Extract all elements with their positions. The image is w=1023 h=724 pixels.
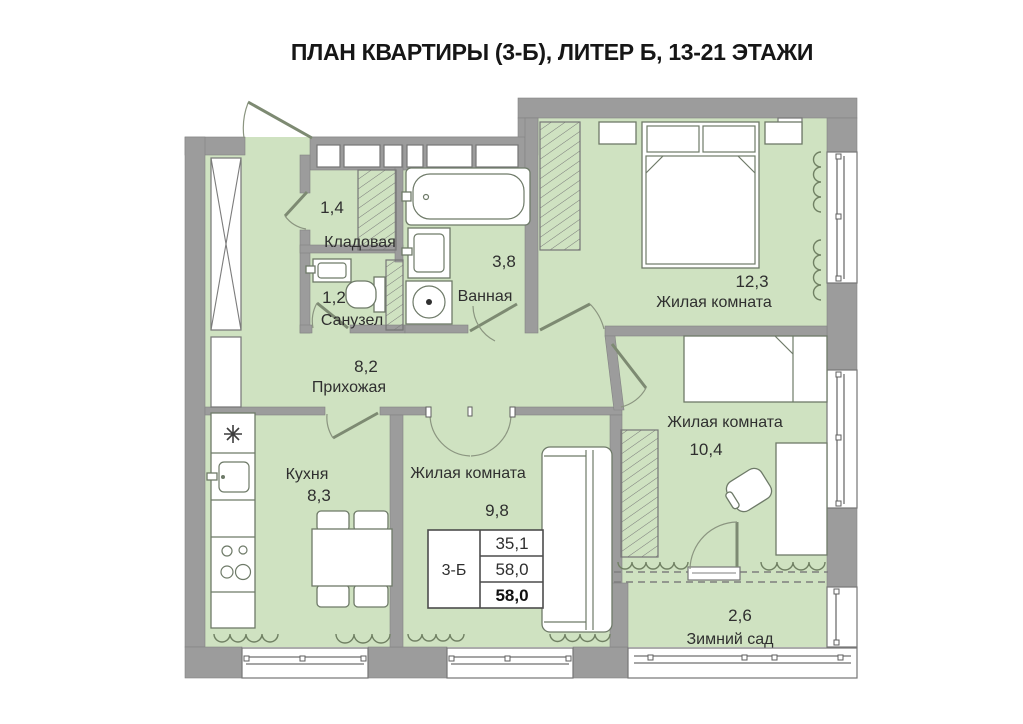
kitchen-door <box>326 411 379 440</box>
svg-text:Жилая комната: Жилая комната <box>667 414 783 431</box>
room-label-wintergarden: 2,6 Зимний сад <box>687 606 775 648</box>
wc-door <box>311 301 349 330</box>
svg-text:8,3: 8,3 <box>307 486 331 505</box>
bedroom1-door <box>539 302 605 332</box>
wintergarden-boundary <box>614 566 828 583</box>
svg-text:Санузел: Санузел <box>321 312 383 329</box>
room-label-bedroom3: Жилая комната 9,8 <box>410 465 526 520</box>
room-labels: 1,4 Кладовая 1,2 Санузел 3,8 Ванная 12,3… <box>286 198 783 648</box>
svg-text:8,2: 8,2 <box>354 357 378 376</box>
wc-shaft <box>385 259 404 331</box>
hallway-closet-shaft <box>210 157 242 408</box>
room-label-bedroom2: Жилая комната 10,4 <box>667 414 783 459</box>
svg-text:1,4: 1,4 <box>320 198 344 217</box>
bedroom3-double-door <box>425 406 516 457</box>
double-bed-icon <box>641 121 760 269</box>
bathroom-door <box>469 302 518 342</box>
bedroom2-window <box>826 369 858 509</box>
windows <box>241 151 858 679</box>
storage-door <box>283 190 309 230</box>
bathroom-fixtures <box>401 167 531 325</box>
nightstand-icon <box>598 121 637 145</box>
wintergarden-window <box>826 586 858 648</box>
wardrobe-icon <box>620 429 659 558</box>
svg-text:Ванная: Ванная <box>458 288 513 305</box>
bedroom2-furniture <box>620 335 828 558</box>
wardrobe-icon <box>539 121 581 251</box>
kitchen-sink-icon <box>206 461 250 493</box>
svg-text:Жилая комната: Жилая комната <box>410 465 526 482</box>
bedroom3-window <box>446 647 574 679</box>
vent-icon <box>224 425 242 443</box>
entry-door <box>242 100 313 140</box>
storage-shelving <box>357 169 397 251</box>
bathtub-icon <box>401 167 531 226</box>
svg-text:Жилая комната: Жилая комната <box>656 294 772 311</box>
svg-text:3,8: 3,8 <box>492 252 516 271</box>
wc-sink-icon <box>305 258 352 283</box>
bedroom3-furniture <box>541 446 613 633</box>
bedroom2-door <box>610 343 648 408</box>
dining-table-icon <box>311 510 393 608</box>
washing-machine-icon <box>405 280 453 325</box>
svg-text:10,4: 10,4 <box>689 440 722 459</box>
living-area-value: 35,1 <box>495 534 528 553</box>
room-label-bathroom: 3,8 Ванная <box>458 252 516 305</box>
bedroom1-window <box>826 151 858 284</box>
nightstand-icon <box>764 121 803 145</box>
kitchen-furniture <box>206 412 393 629</box>
area-value: 58,0 <box>495 560 528 579</box>
svg-text:12,3: 12,3 <box>735 272 768 291</box>
single-bed-icon <box>683 335 828 403</box>
kitchen-counter <box>210 412 256 629</box>
svg-text:9,8: 9,8 <box>485 501 509 520</box>
svg-text:Кладовая: Кладовая <box>324 234 396 251</box>
kitchen-window <box>241 647 369 679</box>
stove-icon <box>220 545 252 581</box>
room-label-hallway: 8,2 Прихожая <box>312 357 386 396</box>
svg-text:2,6: 2,6 <box>728 606 752 625</box>
wintergarden-glazing <box>627 647 858 679</box>
svg-text:Зимний сад: Зимний сад <box>687 631 775 648</box>
room-label-bedroom1: 12,3 Жилая комната <box>656 272 772 311</box>
sofa-icon <box>541 446 613 633</box>
bedroom1-furniture <box>539 121 803 269</box>
unit-label: 3-Б <box>442 562 467 579</box>
plan-title: ПЛАН КВАРТИРЫ (3-Б), ЛИТЕР Б, 13-21 ЭТАЖ… <box>291 39 813 65</box>
doors <box>242 100 739 570</box>
total-area-value: 58,0 <box>495 586 528 605</box>
bathroom-sink-icon <box>401 227 451 279</box>
radiators <box>213 151 826 644</box>
svg-text:Кухня: Кухня <box>286 466 329 483</box>
wc-fixtures <box>305 258 404 331</box>
room-label-wc: 1,2 Санузел <box>321 288 383 329</box>
chair-icon <box>725 467 773 513</box>
svg-text:Прихожая: Прихожая <box>312 379 386 396</box>
room-label-kitchen: Кухня 8,3 <box>286 466 331 505</box>
svg-text:1,2: 1,2 <box>322 288 346 307</box>
info-table: 3-Б 35,1 58,0 58,0 <box>427 529 544 609</box>
desk-icon <box>775 442 828 556</box>
toilet-icon <box>345 276 386 313</box>
room-label-storage: 1,4 Кладовая <box>320 198 396 251</box>
wintergarden-door <box>689 521 739 570</box>
